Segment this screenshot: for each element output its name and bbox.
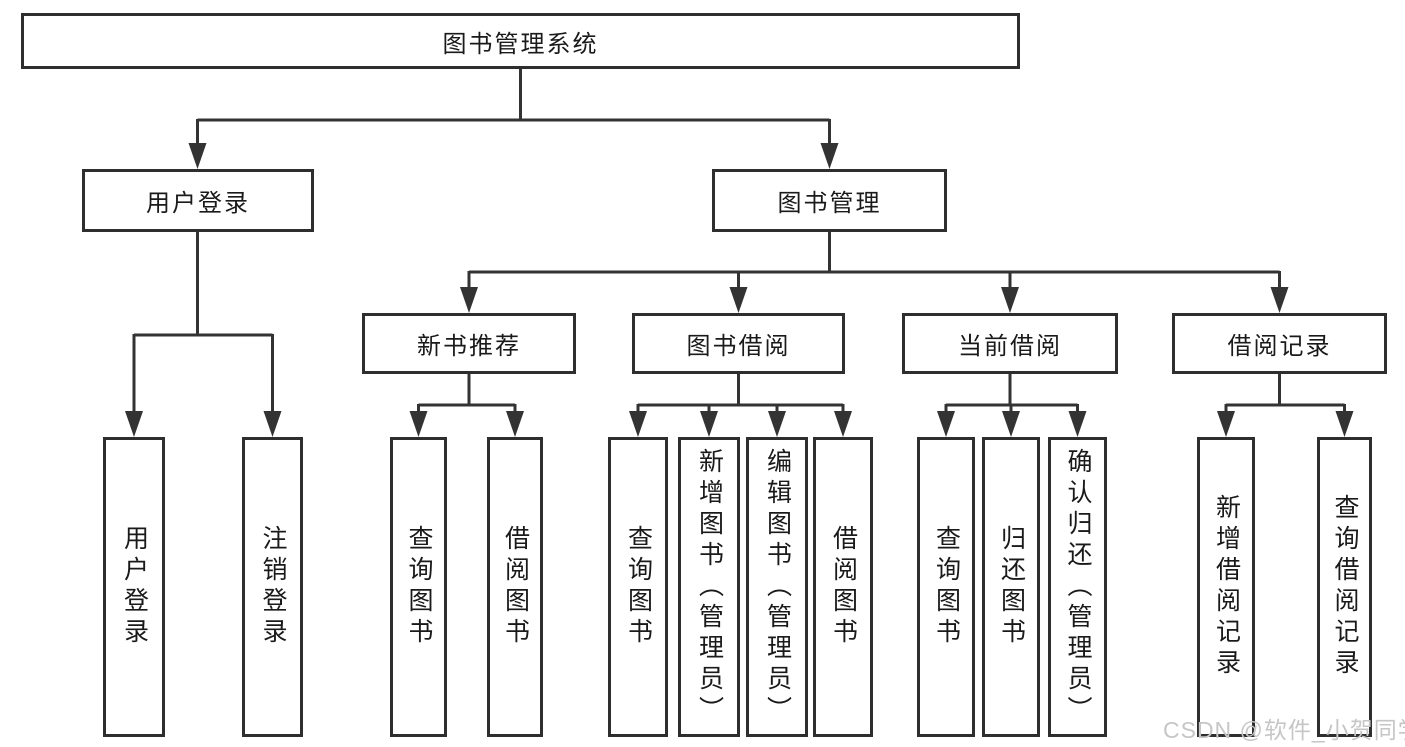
node-new-book-recommend: 新书推荐 [362, 313, 576, 374]
leaf-label: 借阅图书 [829, 525, 858, 649]
node-borrow-records: 借阅记录 [1172, 313, 1387, 374]
arrowhead-icons [125, 143, 1354, 437]
leaf-add-books-admin: 新增图书（管理员） [678, 437, 740, 737]
node-user-login: 用户登录 [82, 169, 314, 232]
leaf-edit-books-admin: 编辑图书（管理员） [746, 437, 808, 737]
leaf-user-login: 用户登录 [103, 437, 165, 737]
leaf-query-books-current: 查询图书 [917, 437, 975, 737]
leaf-label: 用户登录 [120, 525, 149, 649]
leaf-query-books-borrow: 查询图书 [608, 437, 668, 737]
leaf-borrow-books-recommend: 借阅图书 [487, 437, 543, 737]
leaf-label: 查询图书 [405, 525, 433, 649]
leaf-label: 新增借阅记录 [1212, 494, 1241, 680]
node-root-system: 图书管理系统 [21, 13, 1020, 69]
leaf-label: 新增图书（管理员） [695, 447, 724, 727]
leaf-label: 注销登录 [259, 525, 287, 649]
csdn-watermark: CSDN @软件_小贺同学 [1163, 717, 1405, 743]
leaf-borrow-books: 借阅图书 [813, 437, 873, 737]
leaf-label: 编辑图书（管理员） [763, 447, 792, 727]
leaf-label: 归还图书 [997, 525, 1026, 649]
leaf-logout: 注销登录 [242, 437, 303, 737]
leaf-query-borrow-record: 查询借阅记录 [1317, 437, 1372, 737]
leaf-add-borrow-record: 新增借阅记录 [1197, 437, 1255, 737]
leaf-confirm-return-admin: 确认归还（管理员） [1048, 437, 1107, 737]
node-book-management: 图书管理 [712, 169, 947, 232]
leaf-label: 查询图书 [932, 525, 961, 649]
leaf-label: 查询图书 [624, 525, 653, 649]
node-current-borrowing: 当前借阅 [902, 313, 1118, 374]
leaf-label: 查询借阅记录 [1331, 494, 1359, 680]
leaf-label: 借阅图书 [501, 525, 530, 649]
node-book-borrowing: 图书借阅 [632, 313, 845, 374]
leaf-label: 确认归还（管理员） [1064, 447, 1092, 727]
leaf-return-books: 归还图书 [982, 437, 1040, 737]
leaf-query-books-recommend: 查询图书 [390, 437, 447, 737]
